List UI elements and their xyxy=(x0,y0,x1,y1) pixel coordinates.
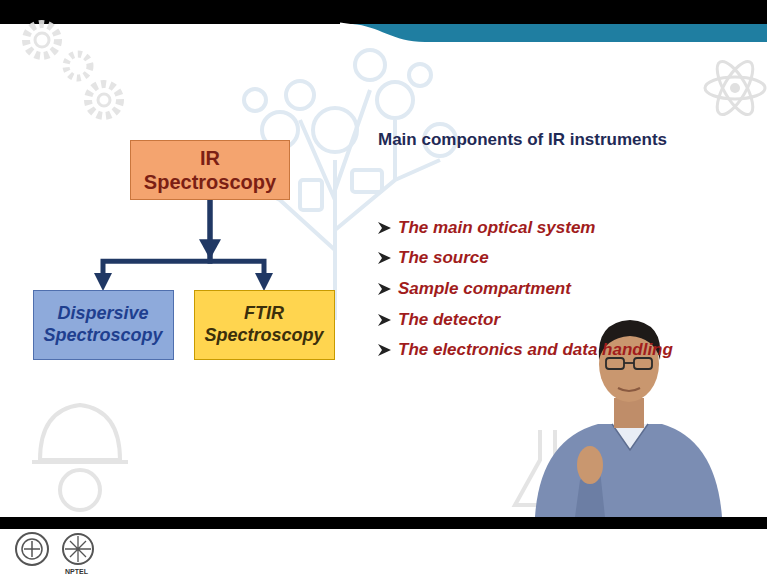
bullet-item: Sample compartment xyxy=(378,279,571,299)
bullet-arrow xyxy=(378,314,391,326)
bullet-arrow xyxy=(378,252,392,264)
bullet-text: The detector xyxy=(398,310,500,330)
gear-watermark-part xyxy=(66,54,90,78)
atom-watermark-part xyxy=(730,83,740,93)
connector-arrow xyxy=(103,200,210,282)
presenter-figure-part xyxy=(614,398,644,428)
tree-watermark-part xyxy=(377,82,413,118)
top-bar xyxy=(0,0,767,24)
tree-watermark-part xyxy=(313,108,357,152)
presenter-figure-part xyxy=(634,358,652,369)
gear-watermark xyxy=(26,24,120,116)
root-box: IR Spectroscopy xyxy=(130,140,290,200)
bullet-item: The source xyxy=(378,248,489,268)
presenter-figure-part xyxy=(535,424,722,517)
bullet-text: The source xyxy=(398,248,489,268)
atom-watermark xyxy=(705,57,765,120)
bullet-item: The detector xyxy=(378,310,500,330)
atom-watermark-part xyxy=(710,57,759,120)
swoosh-edge xyxy=(340,24,420,46)
presenter-figure-part xyxy=(618,388,640,391)
helmet-watermark-part xyxy=(60,470,100,510)
gear-watermark-part xyxy=(35,33,49,47)
atom-watermark-part xyxy=(705,77,765,99)
bullet-arrow xyxy=(378,222,392,234)
presenter-figure-part xyxy=(577,446,603,484)
gear-watermark-part xyxy=(98,94,110,106)
helmet-watermark-part xyxy=(40,405,120,460)
bullet-arrow xyxy=(378,344,392,356)
split-arrowhead xyxy=(199,239,221,259)
institute-logo-part xyxy=(24,541,40,557)
bullet-arrow xyxy=(378,283,391,295)
nptel-logo xyxy=(63,534,93,564)
bullet-item: The main optical system xyxy=(378,218,595,238)
bullet-arrow xyxy=(378,222,391,234)
box-label: Dispersive Spectroscopy xyxy=(40,303,167,346)
box-label: IR Spectroscopy xyxy=(137,146,283,194)
bottom-bar xyxy=(0,517,767,529)
tree-watermark-part xyxy=(286,81,314,109)
nptel-logo-part xyxy=(65,536,91,562)
gear-watermark-part xyxy=(26,24,58,56)
helmet-watermark xyxy=(32,405,128,510)
nptel-logo-part xyxy=(63,534,93,564)
helmet-watermark-part xyxy=(32,460,128,464)
bullet-item: The electronics and data handling xyxy=(378,340,673,360)
presenter-figure-part xyxy=(624,362,634,364)
list-heading: Main components of IR instruments xyxy=(378,130,667,150)
bullet-text: Sample compartment xyxy=(398,279,571,299)
institute-logo-part xyxy=(16,533,48,565)
tree-watermark-part xyxy=(244,89,266,111)
logo-caption: NPTEL xyxy=(65,568,88,575)
bullet-arrow xyxy=(378,344,391,356)
institute-logo xyxy=(16,533,48,565)
top-swoosh xyxy=(352,24,767,42)
list-heading: Main components of IR instruments xyxy=(378,130,667,150)
bullet-arrow xyxy=(378,314,392,326)
tree-watermark-part xyxy=(352,170,382,192)
atom-watermark-part xyxy=(710,57,759,120)
tree-watermark-part xyxy=(409,64,431,86)
bullet-text: The main optical system xyxy=(398,218,595,238)
logo-caption: NPTEL xyxy=(65,568,88,575)
bullet-arrow xyxy=(378,283,392,295)
bullet-arrow xyxy=(378,252,391,264)
institute-logo-part xyxy=(22,539,42,559)
method-box: FTIR Spectroscopy xyxy=(194,290,335,360)
method-box: Dispersive Spectroscopy xyxy=(33,290,174,360)
tree-watermark-part xyxy=(300,180,322,210)
bullet-text: The electronics and data handling xyxy=(398,340,673,360)
tree-watermark-part xyxy=(355,50,385,80)
gear-watermark-part xyxy=(88,84,120,116)
box-label: FTIR Spectroscopy xyxy=(201,303,328,346)
presenter-figure-part xyxy=(606,358,624,369)
